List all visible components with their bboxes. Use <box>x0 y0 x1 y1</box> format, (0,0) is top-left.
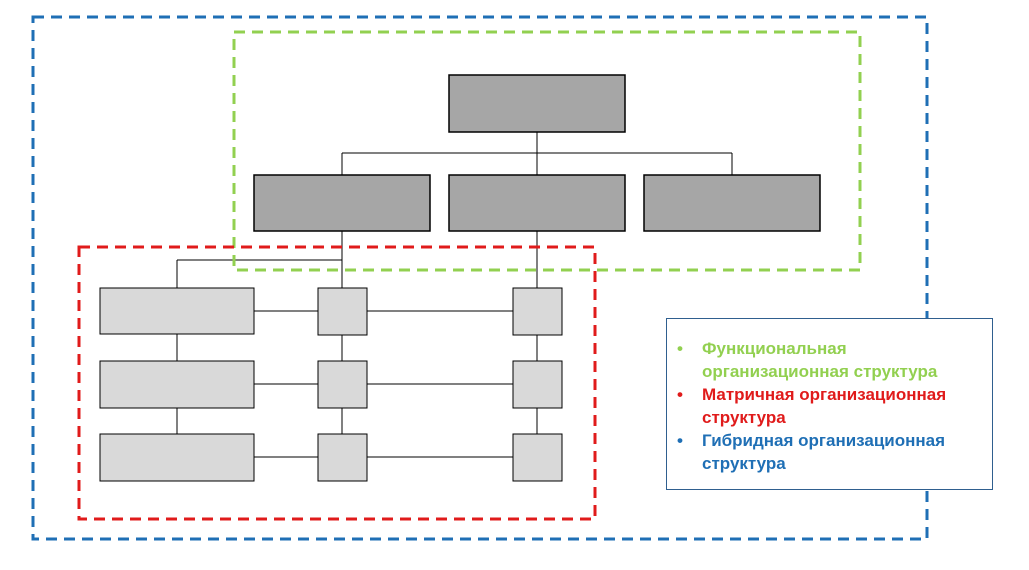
bullet-icon: • <box>677 431 683 450</box>
matrix-cell <box>317 433 368 482</box>
bullet-icon: • <box>677 339 683 358</box>
department-box <box>448 174 626 232</box>
matrix-cell <box>317 287 368 336</box>
matrix-cell <box>317 360 368 409</box>
legend-item-label: Гибридная организационная структура <box>702 431 946 473</box>
legend-item-hybrid: • Гибридная организационная структура <box>677 429 982 475</box>
top-manager-box <box>448 74 626 133</box>
matrix-cell <box>512 433 563 482</box>
legend-item-matrix: • Матричная организационная структура <box>677 383 982 429</box>
project-box <box>99 287 255 335</box>
legend: • Функциональная организационная структу… <box>666 318 993 490</box>
hybrid-structure-frame <box>31 15 929 541</box>
matrix-cell <box>512 287 563 336</box>
matrix-cell <box>512 360 563 409</box>
legend-list: • Функциональная организационная структу… <box>677 337 982 475</box>
department-box <box>253 174 431 232</box>
connector-lines <box>176 132 733 458</box>
functional-structure-frame <box>232 30 862 272</box>
project-box <box>99 360 255 409</box>
project-box <box>99 433 255 482</box>
department-box <box>643 174 821 232</box>
legend-item-label: Функциональная организационная структура <box>702 339 938 381</box>
legend-item-functional: • Функциональная организационная структу… <box>677 337 982 383</box>
legend-item-label: Матричная организационная структура <box>702 385 947 427</box>
bullet-icon: • <box>677 385 683 404</box>
matrix-structure-frame <box>77 245 597 521</box>
